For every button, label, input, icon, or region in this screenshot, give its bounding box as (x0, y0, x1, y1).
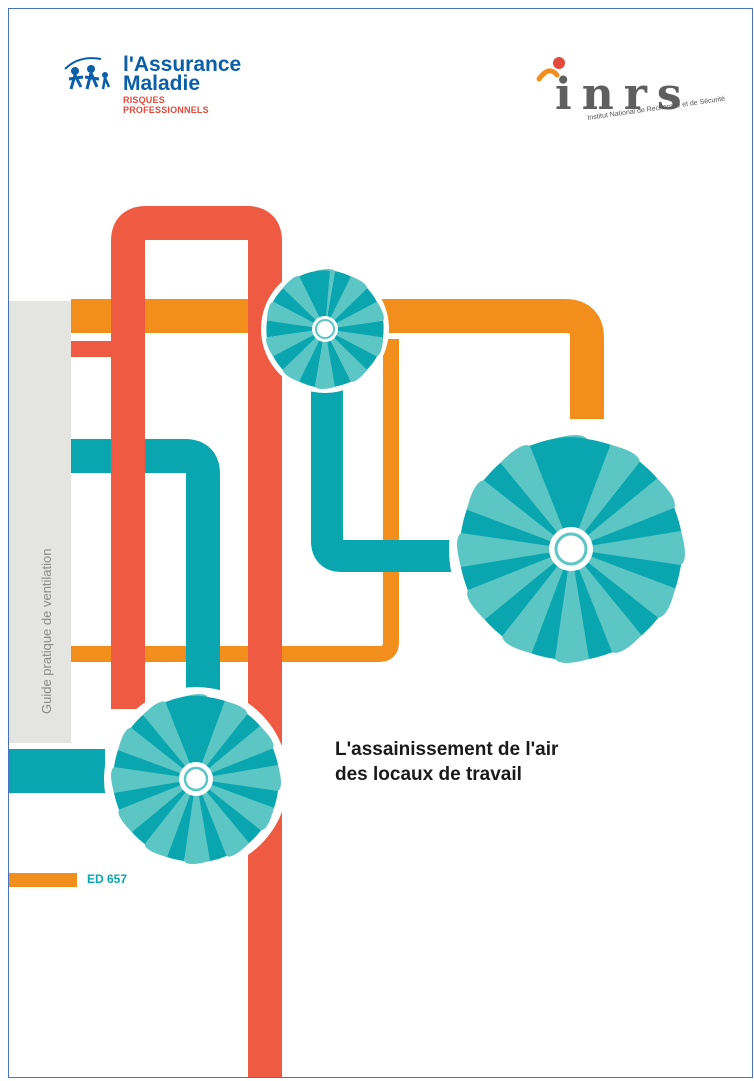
teal-pipe-middle (311, 369, 459, 572)
document-title-line2: des locaux de travail (335, 764, 522, 785)
assurance-maladie-name-line2: Maladie (123, 72, 201, 95)
assurance-maladie-logo: l'Assurance Maladie RISQUES PROFESSIONNE… (55, 49, 245, 115)
side-label: Guide pratique de ventilation (39, 548, 54, 714)
assurance-maladie-name: l'Assurance Maladie (123, 53, 242, 95)
side-band (9, 301, 71, 743)
fan-big (436, 414, 706, 684)
inrs-logo-icon: inrs (536, 57, 692, 120)
inrs-logo: inrs Institut National de Recherche et d… (535, 51, 745, 151)
ventilation-illustration (9, 206, 706, 1077)
document-code: ED 657 (87, 872, 128, 886)
document-cover: l'Assurance Maladie RISQUES PROFESSIONNE… (8, 8, 753, 1078)
fan-bottom (95, 678, 297, 880)
code-bar (9, 873, 77, 887)
people-figures-icon (64, 57, 111, 90)
red-pipe (111, 206, 282, 1077)
teal-pipe-bottom (9, 749, 105, 793)
assurance-maladie-name-line1: l'Assurance (123, 53, 242, 76)
orange-pipe-top (71, 299, 604, 419)
assurance-maladie-subtitle: RISQUES PROFESSIONNELS (123, 95, 209, 115)
document-title-line1: L'assainissement de l'air (335, 739, 559, 760)
inrs-logo-text: inrs (555, 69, 692, 120)
fan-top (256, 258, 394, 400)
teal-pipe-left (71, 439, 220, 709)
document-title: L'assainissement de l'air des locaux de … (335, 737, 558, 787)
orange-pipe-loop (71, 339, 399, 662)
